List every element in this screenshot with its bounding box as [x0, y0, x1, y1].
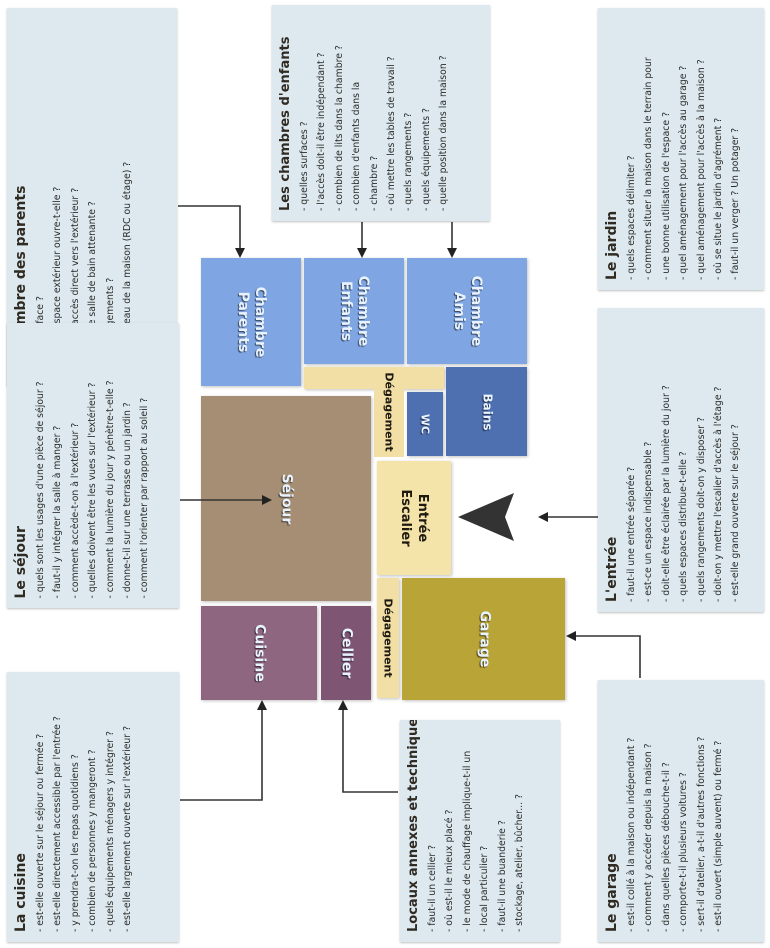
question-list: quels espaces délimiter ?comment situer …	[623, 18, 745, 280]
box-locaux-annexes: Locaux annexes et techniques faut-il un …	[400, 720, 560, 942]
question-item: est-elle directement accessible par l'en…	[49, 682, 66, 932]
question-item: comporte-t-il plusieurs voitures ?	[675, 690, 692, 932]
question-item: où est-il le mieux placé ?	[441, 730, 458, 932]
arrow-parents	[178, 205, 245, 258]
room-garage: Garage	[402, 578, 565, 700]
question-item: quels équipements ménagers y intégrer ?	[102, 682, 119, 932]
box-title: Le jardin	[604, 210, 620, 280]
box-title: Locaux annexes et techniques	[406, 720, 421, 932]
question-item: quels rangements doit-on y disposer ?	[693, 318, 710, 602]
question-item: comment l'orienter par rapport au soleil…	[136, 333, 153, 598]
question-item: faut-il y intégrer la salle à manger ?	[49, 333, 66, 598]
room-cellier: Cellier	[321, 606, 371, 700]
question-item: est-il collé à la maison ou indépendant …	[623, 690, 640, 932]
question-list: est-elle ouverte sur le séjour ou fermée…	[32, 682, 136, 932]
box-entree: L'entrée faut-il une entrée séparée ?est…	[598, 308, 764, 612]
question-item: quel aménagement pour l'accès au garage …	[675, 18, 692, 280]
question-item: quelles doivent être les vues sur l'exté…	[84, 333, 101, 598]
question-list: est-il collé à la maison ou indépendant …	[623, 690, 727, 932]
question-item: combien d'enfants dans la	[348, 15, 365, 211]
arrow-cellier	[338, 700, 398, 793]
question-item: une bonne utilisation de l'espace ?	[658, 18, 675, 280]
question-item: doit-on y mettre l'escalier d'accès à l'…	[710, 318, 727, 602]
question-list: faut-il un cellier ?où est-il le mieux p…	[424, 730, 528, 932]
box-title: Les chambres d'enfants	[278, 36, 293, 211]
question-item: y prendra-t-on les repas quotidiens ?	[67, 682, 84, 932]
box-chambres-enfants: Les chambres d'enfants quelles surfaces …	[272, 5, 490, 221]
question-item: comment la lumière du jour y pénètre-t-e…	[102, 333, 119, 598]
question-item: est-elle grand ouverte sur le séjour ?	[727, 318, 744, 602]
question-item: faut-il un cellier ?	[424, 730, 441, 932]
question-item: local particulier ?	[476, 730, 493, 932]
question-item: l'accès doit-il être indépendant ?	[313, 15, 330, 211]
question-item: où mettre les tables de travail ?	[383, 15, 400, 211]
question-item: combien de lits dans la chambre ?	[331, 15, 348, 211]
question-list: quels sont les usages d'une pièce de séj…	[32, 333, 154, 598]
box-cuisine: La cuisine est-elle ouverte sur le séjou…	[7, 672, 179, 942]
room-bains: Bains	[446, 367, 527, 456]
question-item: quelle position dans la maison ?	[435, 15, 452, 211]
question-item: quels espaces délimiter ?	[623, 18, 640, 280]
question-item: quels sont les usages d'une pièce de séj…	[32, 333, 49, 598]
question-item: quel aménagement pour l'accès à la maiso…	[693, 18, 710, 280]
question-item: chambre ?	[366, 15, 383, 211]
question-item: quels espaces distribue-t-elle ?	[675, 318, 692, 602]
question-item: faut-il un verger ? Un potager ?	[727, 18, 744, 280]
question-item: est-ce un espace indispensable ?	[640, 318, 657, 602]
question-item: comment accède-t-on à l'extérieur ?	[67, 333, 84, 598]
question-item: combien de personnes y mangeront ?	[84, 682, 101, 932]
question-item: donne-t-il sur une terrasse ou un jardin…	[119, 333, 136, 598]
entry-arrowhead-icon	[458, 493, 514, 541]
question-item: doit-elle être éclairée par la lumière d…	[658, 318, 675, 602]
question-item: faut-il une entrée séparée ?	[623, 318, 640, 602]
arrow-garage	[566, 631, 641, 678]
question-item: est-il ouvert (simple auvent) ou fermé ?	[710, 690, 727, 932]
room-degagement-bas: Dégagement	[377, 578, 399, 698]
question-item: dans quelles pièces débouche-t-il ?	[658, 690, 675, 932]
question-item: où se situe le jardin d'agrément ?	[710, 18, 727, 280]
question-item: stockage, atelier, bûcher... ?	[511, 730, 528, 932]
room-cuisine: Cuisine	[201, 606, 317, 700]
box-garage: Le garage est-il collé à la maison ou in…	[598, 680, 764, 942]
question-item: quels rangements ?	[400, 15, 417, 211]
question-item: est-elle largement ouverte sur l'extérie…	[119, 682, 136, 932]
box-title: Le séjour	[13, 525, 29, 598]
question-item: sert-il d'atelier, a-t-il d'autres fonct…	[693, 690, 710, 932]
room-sejour: Séjour	[201, 396, 371, 601]
question-item: quels équipements ?	[418, 15, 435, 211]
box-sejour: Le séjour quels sont les usages d'une pi…	[7, 323, 179, 608]
arrow-cuisine	[180, 700, 267, 801]
question-item: quelles surfaces ?	[296, 15, 313, 211]
room-degagement-haut-vertical: Dégagement	[374, 367, 404, 457]
question-item: comment y accéder depuis la maison ?	[640, 690, 657, 932]
box-jardin: Le jardin quels espaces délimiter ?comme…	[598, 8, 764, 290]
question-item: comment situer la maison dans le terrain…	[640, 18, 657, 280]
room-wc: WC	[407, 392, 443, 456]
box-title: Le garage	[604, 853, 620, 932]
question-item: faut-il une buanderie ?	[494, 730, 511, 932]
question-list: quelles surfaces ?l'accès doit-il être i…	[296, 15, 453, 211]
question-item: est-elle ouverte sur le séjour ou fermée…	[32, 682, 49, 932]
box-title: La cuisine	[13, 853, 29, 932]
box-title: L'entrée	[604, 536, 620, 602]
question-list: faut-il une entrée séparée ?est-ce un es…	[623, 318, 745, 602]
question-item: le mode de chauffage implique-t-il un	[459, 730, 476, 932]
